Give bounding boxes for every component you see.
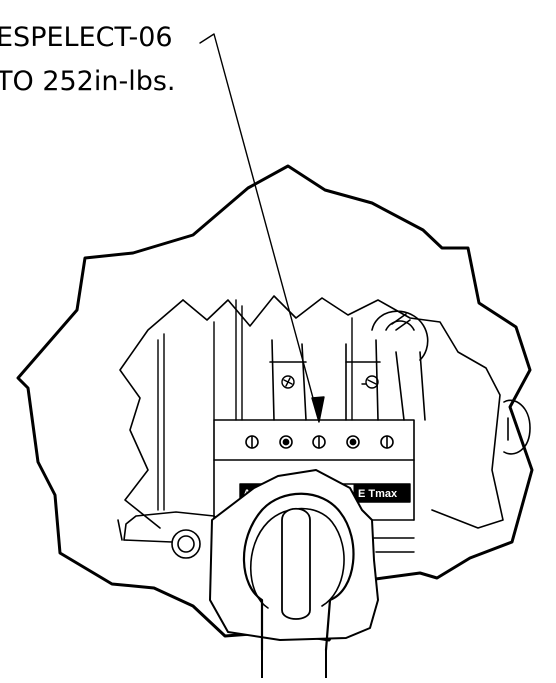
- lever-bracket: [117, 511, 227, 559]
- side-plate-lines: [371, 519, 415, 553]
- callout-leader: [199, 33, 325, 423]
- terminal-screw-4: [346, 435, 360, 449]
- bus-bars: [269, 339, 426, 421]
- edge-screw-right: [503, 399, 531, 455]
- background-panels: [157, 299, 353, 511]
- nameplate-right-text: E Tmax: [358, 488, 398, 500]
- terminal-screw-5: [380, 435, 394, 449]
- cutaway-outline: [16, 164, 534, 642]
- bar-screw-right: [361, 375, 379, 389]
- callout-torque-spec: TO 252in-lbs.: [0, 66, 176, 97]
- inner-cut-edge-left: [119, 299, 184, 529]
- bar-screw-left: [281, 375, 295, 389]
- terminal-screw-1: [245, 435, 259, 449]
- leader-arrowhead: [311, 396, 325, 423]
- terminal-screw-3: [312, 435, 326, 449]
- top-round-knob: [371, 310, 429, 361]
- callout-part-number: ESPELECT-06: [0, 22, 173, 53]
- inner-cut-edge: [182, 295, 504, 529]
- rotary-handle: [242, 492, 355, 679]
- terminal-screws: [245, 435, 394, 449]
- terminal-block: [213, 419, 415, 521]
- terminal-screw-2: [279, 435, 293, 449]
